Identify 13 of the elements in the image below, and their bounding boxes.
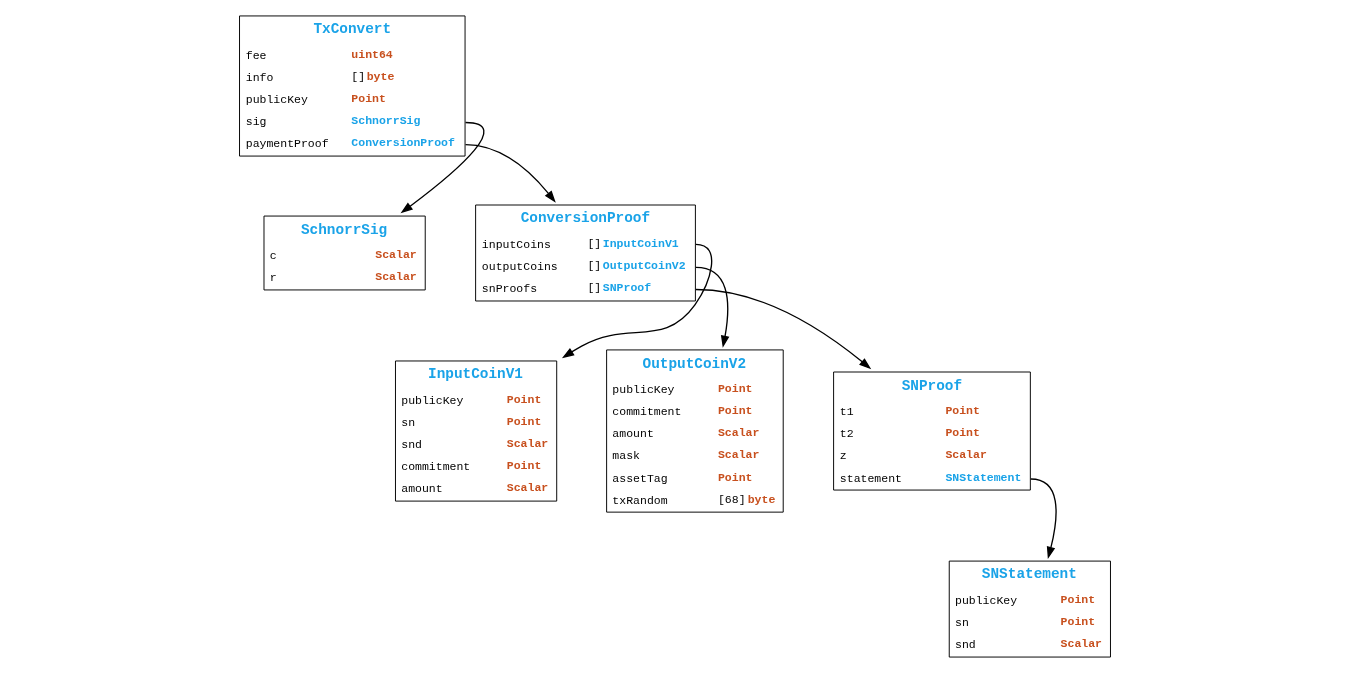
node-box: SchnorrSig c Scalar r Scalar [263, 215, 426, 291]
node-box: ConversionProof inputCoins []InputCoinV1 outputCoins []OutputCoinV2 snProofs []SNProof [474, 204, 696, 302]
arrow [694, 266, 729, 348]
arrow [561, 243, 712, 359]
arrow [1029, 478, 1057, 560]
node-box: InputCoinV1 publicKey Point sn Point snd Scalar commitment Point amount Scalar [394, 360, 557, 502]
node-box: OutputCoinV2 publicKey Point commitment Point amount Scalar mask Scalar assetTag Point txRandom [68]byte [605, 349, 784, 513]
node-box: SNProof t1 Point t2 Point z Scalar statement SNStatement [832, 371, 1031, 491]
arrow [464, 143, 556, 203]
arrow [694, 288, 871, 370]
arrow [400, 121, 484, 214]
node-box: TxConvert fee uint64 info []byte publicKey Point sig SchnorrSig paymentProof ConversionProof [238, 15, 466, 157]
node-box: SNStatement publicKey Point sn Point snd Scalar [948, 560, 1111, 658]
